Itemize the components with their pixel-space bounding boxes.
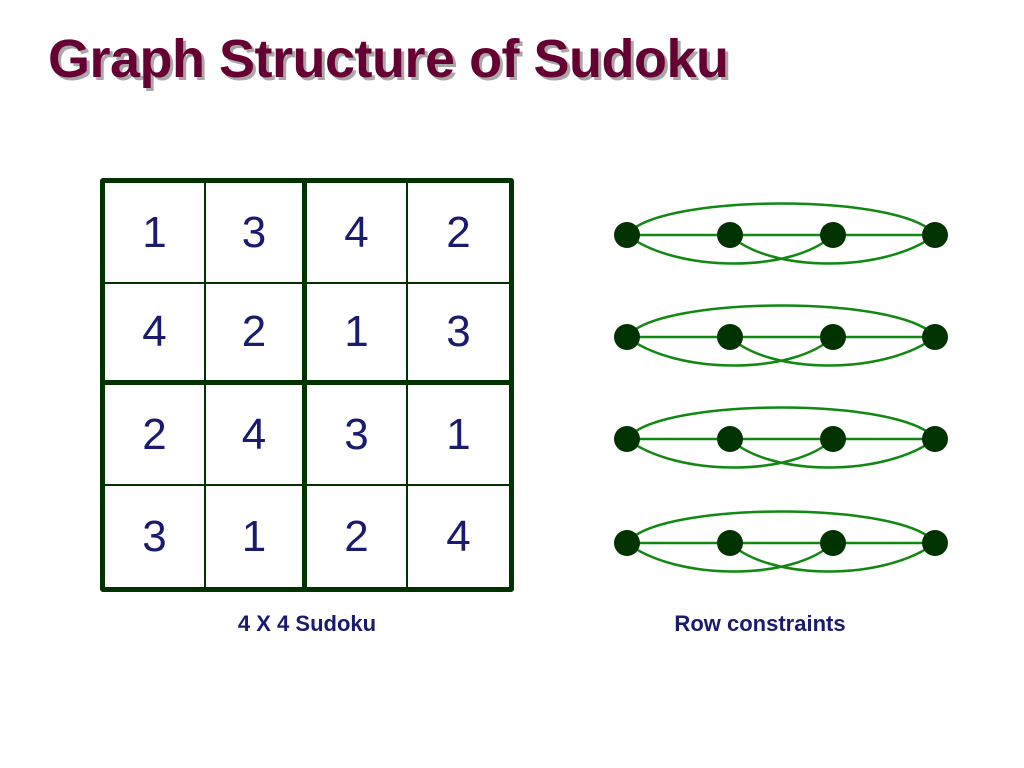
graph-edge bbox=[626, 336, 834, 367]
sudoku-cell: 3 bbox=[206, 183, 307, 284]
graph-node bbox=[717, 222, 743, 248]
sudoku-cell: 1 bbox=[105, 183, 206, 284]
graph-node bbox=[820, 222, 846, 248]
graph-node bbox=[717, 426, 743, 452]
sudoku-cell: 4 bbox=[206, 385, 307, 486]
graph-edge bbox=[729, 336, 936, 367]
graph-node bbox=[922, 324, 948, 350]
graph-edge bbox=[625, 406, 937, 440]
sudoku-cell: 4 bbox=[105, 284, 206, 385]
slide-title: Graph Structure of Sudoku bbox=[48, 29, 729, 89]
row-constraints-caption: Row constraints bbox=[674, 611, 846, 636]
graph-node bbox=[614, 530, 640, 556]
sudoku-cell: 2 bbox=[206, 284, 307, 385]
graph-edge bbox=[625, 510, 937, 544]
sudoku-cell: 2 bbox=[105, 385, 206, 486]
sudoku-cell: 1 bbox=[408, 385, 509, 486]
graph-edge bbox=[626, 438, 834, 469]
graph-edge bbox=[729, 542, 936, 573]
graph-edge bbox=[625, 304, 937, 338]
graph-node bbox=[820, 426, 846, 452]
sudoku-cell: 3 bbox=[307, 385, 408, 486]
graph-node bbox=[922, 426, 948, 452]
sudoku-cell: 2 bbox=[307, 486, 408, 587]
row-graph-4 bbox=[614, 510, 948, 573]
sudoku-cell: 1 bbox=[307, 284, 408, 385]
graph-edge bbox=[729, 234, 936, 265]
graph-node bbox=[922, 222, 948, 248]
sudoku-caption: 4 X 4 Sudoku bbox=[237, 611, 377, 636]
sudoku-cell: 4 bbox=[446, 511, 471, 561]
sudoku-cell: 2 bbox=[408, 183, 509, 284]
graph-node bbox=[922, 530, 948, 556]
row-graph-2 bbox=[614, 304, 948, 367]
graph-node bbox=[614, 426, 640, 452]
sudoku-cell: 4 bbox=[307, 183, 408, 284]
sudoku-cell: 3 bbox=[408, 284, 509, 385]
graph-edge bbox=[626, 234, 834, 265]
sudoku-cell: 3 bbox=[105, 486, 206, 587]
sudoku-cell: 1 bbox=[206, 486, 307, 587]
graph-edge bbox=[625, 202, 937, 236]
graph-node bbox=[820, 324, 846, 350]
graph-node bbox=[614, 324, 640, 350]
graph-node bbox=[717, 324, 743, 350]
graph-edge bbox=[626, 542, 834, 573]
graph-edge bbox=[729, 438, 936, 469]
row-graph-1 bbox=[614, 202, 948, 265]
graph-node bbox=[717, 530, 743, 556]
row-graph-3 bbox=[614, 406, 948, 469]
graph-node bbox=[820, 530, 846, 556]
graph-node bbox=[614, 222, 640, 248]
